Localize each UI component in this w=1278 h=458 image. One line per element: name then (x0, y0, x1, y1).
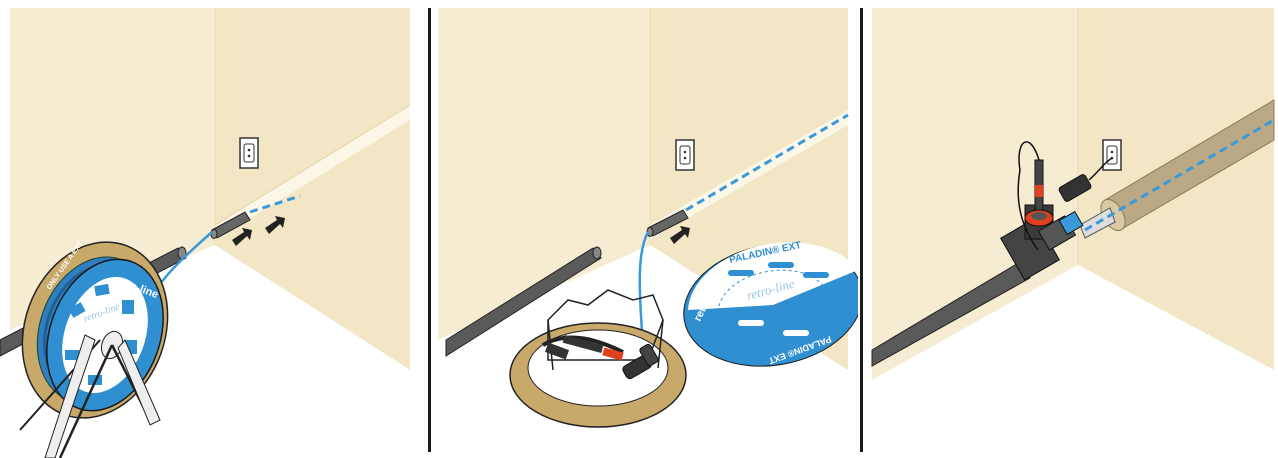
panel-step-2: PALADIN® EXT retro-line retro-line retro… (438, 0, 858, 458)
step-2-illustration: PALADIN® EXT retro-line retro-line retro… (438, 0, 858, 458)
divider-1 (428, 8, 431, 452)
step-3-illustration (870, 0, 1278, 458)
step-1-illustration: retro-line ONLY USE A EXT retro-line (0, 0, 420, 458)
divider-2 (860, 8, 863, 452)
panel-step-3 (870, 0, 1278, 458)
wall-outlet-icon (676, 140, 694, 170)
panel-step-1: retro-line ONLY USE A EXT retro-line (0, 0, 420, 458)
wall-outlet-icon (1103, 140, 1121, 170)
wall-outlet-icon (240, 138, 258, 168)
